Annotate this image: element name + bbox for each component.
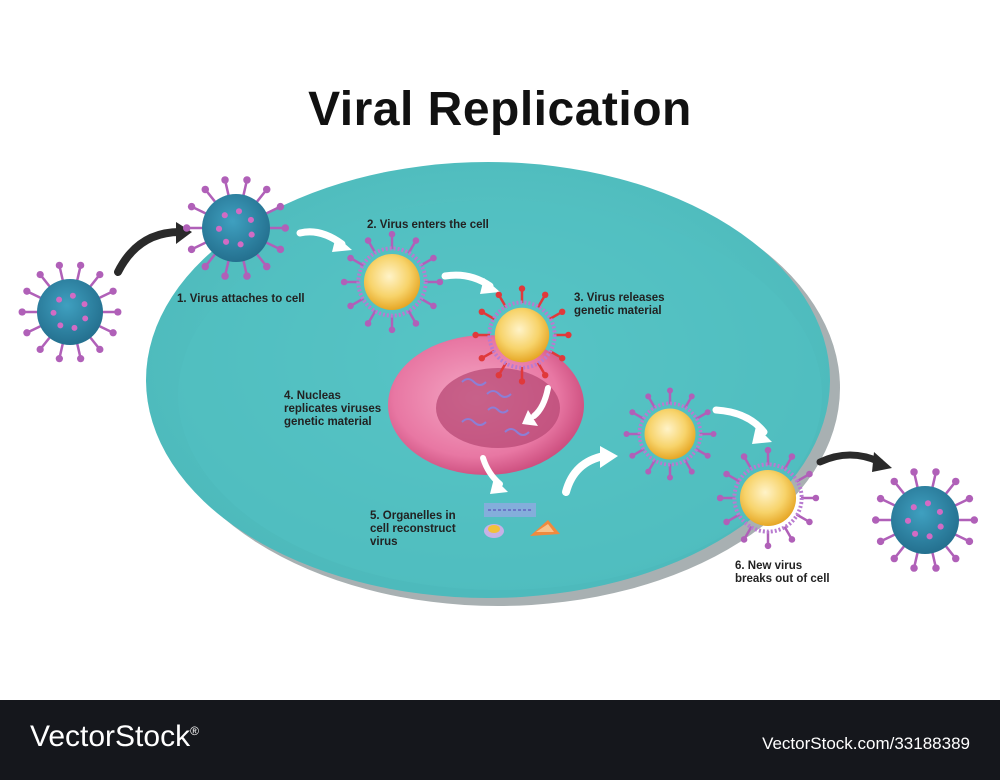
brand-logo: VectorStock® xyxy=(30,720,199,753)
arrow-icon xyxy=(752,426,772,444)
arrow-icon xyxy=(490,478,508,494)
organelle-icon xyxy=(484,503,560,538)
step-1-label: 1. Virus attaches to cell xyxy=(177,293,305,305)
arrow-icon xyxy=(531,385,551,419)
arrow-icon xyxy=(332,236,352,252)
arrow-icon xyxy=(522,410,538,426)
diagram-stage: Viral Replication xyxy=(18,83,979,606)
virus-icon xyxy=(18,261,122,363)
capsid-icon xyxy=(472,285,572,385)
arrow-icon xyxy=(816,451,884,466)
diagram-title: Viral Replication xyxy=(308,83,692,136)
arrow-icon xyxy=(480,278,500,294)
arrow-icon xyxy=(176,222,192,244)
image-id: VectorStock.com/33188389 xyxy=(762,734,970,753)
footer-bar: VectorStock® VectorStock.com/33188389 xyxy=(0,700,1000,780)
step-6-label: 6. New virus breaks out of cell xyxy=(735,560,830,585)
step-3-label: 3. Virus releases genetic material xyxy=(574,292,665,317)
nucleus-icon xyxy=(388,335,584,475)
diagram-canvas xyxy=(18,162,979,606)
step-4-label: 4. Nucleas replicates viruses genetic ma… xyxy=(284,390,382,428)
virus-icon xyxy=(182,176,290,280)
capsid-icon xyxy=(716,446,820,550)
capsid-icon xyxy=(623,387,717,481)
arrow-icon xyxy=(562,452,608,496)
arrow-icon xyxy=(872,452,892,472)
step-5-label: 5. Organelles in cell reconstruct virus xyxy=(370,510,456,548)
capsid-icon xyxy=(340,230,444,334)
virus-icon xyxy=(871,468,979,572)
arrow-icon xyxy=(114,228,184,276)
arrow-icon xyxy=(712,406,768,436)
arrow-icon xyxy=(600,446,618,468)
step-2-label: 2. Virus enters the cell xyxy=(367,219,489,231)
